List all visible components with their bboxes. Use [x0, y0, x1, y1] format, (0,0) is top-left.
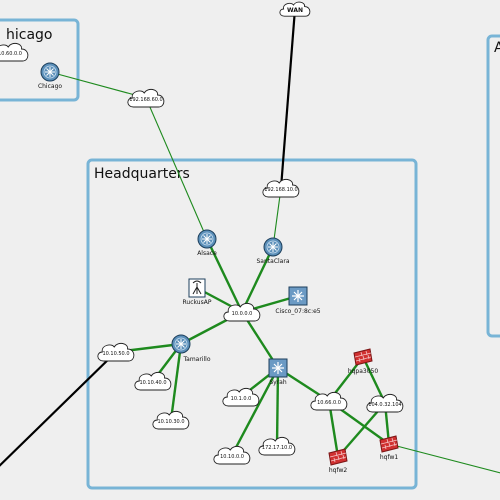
switch-icon — [268, 358, 288, 378]
cloud-label: 192.168.10.0 — [264, 187, 297, 193]
cloud-label: 10.66.0.0 — [317, 400, 341, 406]
node-net_10_10_30[interactable]: 10.10.30.0 — [152, 410, 190, 430]
chicago-group-box[interactable] — [0, 18, 80, 102]
cloud-label: 10.60.0.0 — [0, 51, 22, 57]
node-label: RuckusAP — [183, 299, 212, 306]
cloud-label: 10.10.0.0 — [220, 454, 244, 460]
cloud-label: 10.10.50.0 — [102, 351, 129, 357]
link-hqfw1-offscreen_br[interactable] — [388, 443, 500, 478]
link-santaclara-core[interactable] — [240, 246, 275, 313]
node-ruckusap[interactable]: RuckusAP — [183, 278, 212, 306]
link-net_192_168_10-santaclara[interactable] — [272, 187, 282, 248]
link-net_10_10_50-offscreen_bl[interactable] — [0, 351, 117, 475]
chicago-group-label: hicago — [6, 27, 53, 43]
cloud-label: WAN — [287, 7, 303, 14]
cloud-icon — [310, 391, 348, 411]
cloud-icon — [279, 1, 311, 17]
node-net_10_66[interactable]: 10.66.0.0 — [310, 391, 348, 411]
link-net_192_168_60-alsace[interactable] — [145, 97, 208, 240]
link-tamarillo-net_10_10_30[interactable] — [169, 343, 183, 421]
node-label: hqpa3050 — [348, 368, 379, 375]
cloud-label: 104.0.32.104 — [368, 402, 401, 408]
node-net_192_168_60[interactable]: 192.168.60.0 — [127, 88, 165, 108]
node-net_104[interactable]: 104.0.32.104 — [366, 393, 404, 413]
link-wan-net_192_168_10[interactable] — [279, 8, 297, 189]
firewall-icon — [379, 435, 399, 453]
firewall-icon — [353, 348, 373, 366]
node-label: SantaClara — [257, 258, 290, 265]
cloud-icon — [152, 410, 190, 430]
node-label: hqfw1 — [380, 454, 399, 461]
node-net_10_10[interactable]: 10.10.0.0 — [213, 445, 251, 465]
node-label: Tamarillo — [182, 356, 210, 363]
node-chicago[interactable]: Chicago — [38, 62, 62, 90]
node-net_172_17[interactable]: 172.17.10.0 — [258, 436, 296, 456]
node-wan[interactable]: WAN — [279, 1, 311, 17]
links-layer — [0, 8, 500, 478]
cloud-icon — [213, 445, 251, 465]
cloud-icon — [0, 42, 29, 62]
node-label: Alsace — [197, 250, 217, 257]
cloud-label: 10.0.0.0 — [232, 311, 253, 317]
router-icon — [40, 62, 60, 82]
node-alsace[interactable]: Alsace — [197, 229, 217, 257]
cloud-icon — [223, 302, 261, 322]
node-net_10_1[interactable]: 10.1.0.0 — [222, 387, 260, 407]
node-hqfw2[interactable]: hqfw2 — [328, 448, 348, 474]
node-label: hqfw2 — [329, 467, 348, 474]
cloud-label: 10.10.30.0 — [157, 419, 184, 425]
link-hqpa3050-net_104[interactable] — [361, 356, 387, 404]
node-net_10_10_40[interactable]: 10.10.40.0 — [134, 371, 172, 391]
node-net_10_10_50[interactable]: 10.10.50.0 — [97, 342, 135, 362]
cloud-icon — [97, 342, 135, 362]
node-core[interactable]: 10.0.0.0 — [223, 302, 261, 322]
cloud-label: 10.1.0.0 — [231, 396, 252, 402]
headquarters-group-box[interactable] — [86, 158, 418, 490]
firewall-icon — [328, 448, 348, 466]
cloud-icon — [262, 178, 300, 198]
cloud-label: 192.168.60.0 — [129, 97, 162, 103]
right-group-box[interactable] — [486, 34, 500, 338]
cloud-icon — [127, 88, 165, 108]
ap-icon — [188, 278, 206, 298]
node-label: Syrah — [269, 379, 287, 386]
node-hqpa3050[interactable]: hqpa3050 — [348, 348, 379, 375]
link-syrah-net_10_10[interactable] — [230, 367, 280, 456]
router-icon — [263, 237, 283, 257]
cloud-icon — [366, 393, 404, 413]
node-net_192_168_10[interactable]: 192.168.10.0 — [262, 178, 300, 198]
node-hqfw1[interactable]: hqfw1 — [379, 435, 399, 461]
node-label: Chicago — [38, 83, 62, 90]
cloud-icon — [222, 387, 260, 407]
router-icon — [197, 229, 217, 249]
cloud-icon — [258, 436, 296, 456]
node-net_chicago[interactable]: 10.60.0.0 — [0, 42, 29, 62]
node-syrah[interactable]: Syrah — [268, 358, 288, 386]
cloud-label: 172.17.10.0 — [262, 445, 292, 451]
headquarters-group-label: Headquarters — [94, 166, 190, 182]
cloud-label: 10.10.40.0 — [139, 380, 166, 386]
link-alsace-core[interactable] — [205, 238, 244, 313]
switch-icon — [288, 286, 308, 306]
cloud-icon — [134, 371, 172, 391]
node-cisco[interactable]: Cisco_07:8c:e5 — [275, 286, 321, 315]
node-santaclara[interactable]: SantaClara — [257, 237, 290, 265]
link-syrah-net_172_17[interactable] — [275, 367, 280, 447]
node-label: Cisco_07:8c:e5 — [275, 308, 320, 315]
node-tamarillo[interactable]: Tamarillo — [171, 334, 211, 363]
router-icon — [171, 334, 191, 354]
right-group-label: A — [494, 40, 500, 56]
link-chicago-net_192_168_60[interactable] — [49, 71, 147, 99]
